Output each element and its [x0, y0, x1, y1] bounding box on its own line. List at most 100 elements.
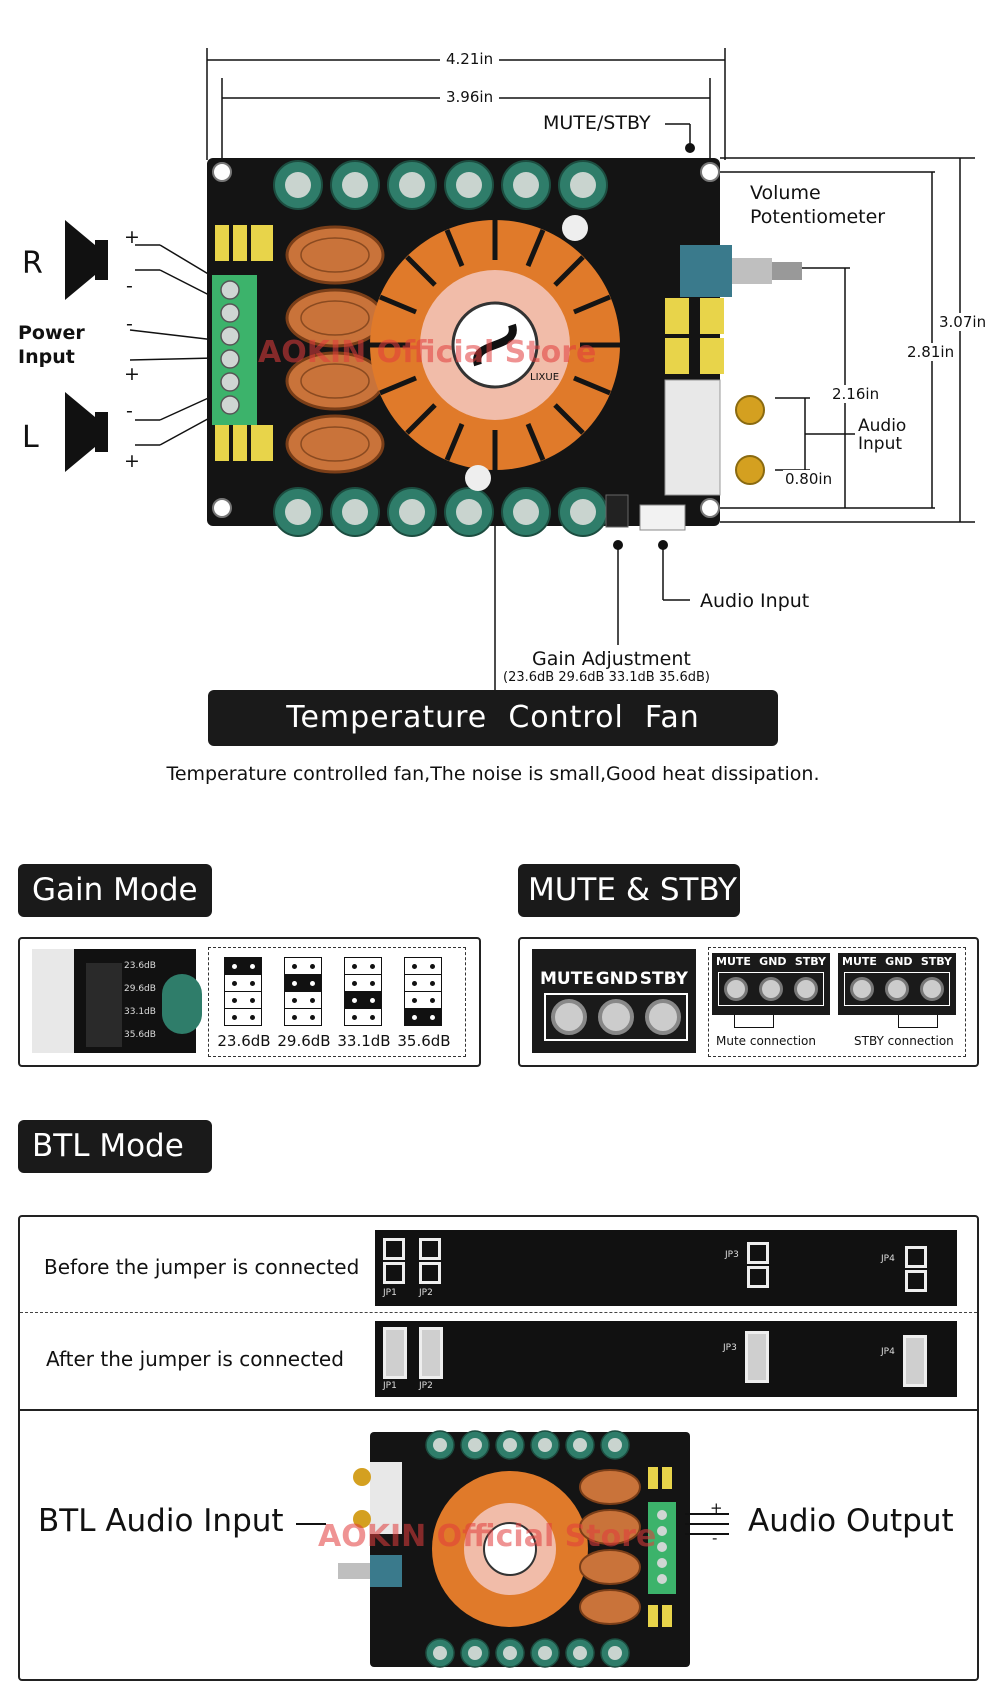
after-jumper-pcb: JP1 JP2 JP3 JP4 — [375, 1321, 957, 1397]
jumper-pin-dot — [351, 997, 357, 1003]
mute-jumper-line — [734, 1015, 774, 1028]
after-jumper-label: After the jumper is connected — [46, 1347, 344, 1371]
speaker-l-icon — [65, 392, 108, 472]
btl-mode-panel: Before the jumper is connected After the… — [18, 1215, 979, 1681]
jumper-pin-dot — [429, 980, 435, 986]
gain-mode-title-text: Gain Mode — [32, 872, 198, 908]
photo-label-3: 35.6dB — [124, 1030, 156, 1040]
photo-pin-gnd: GND — [595, 969, 639, 989]
heatsink — [370, 220, 620, 470]
photo-label-2: 33.1dB — [124, 1007, 156, 1017]
terminal-block — [212, 275, 257, 425]
gain-option-1: 29.6dB — [276, 957, 332, 1050]
audio-output-minus: - — [712, 1529, 718, 1547]
gain-option-3: 35.6dB — [396, 957, 452, 1050]
before-jumper-pcb: JP1 JP2 JP3 JP4 — [375, 1230, 957, 1306]
mute-diag-pin-stby: STBY — [794, 955, 826, 968]
watermark-top: AOKIN Official Store — [258, 335, 597, 370]
gain-option-label: 35.6dB — [397, 1032, 451, 1050]
jumper-pin-dot — [429, 997, 435, 1003]
jumper-pin-dot — [411, 1014, 417, 1020]
jumper-pin-dot — [249, 1014, 255, 1020]
amplifier-dimension-diagram — [65, 48, 975, 690]
audio-output-line-2 — [685, 1523, 729, 1525]
jumper-pin-dot — [369, 963, 375, 969]
jumper-pin-dot — [411, 997, 417, 1003]
r-minus-sign: - — [126, 275, 133, 297]
btl-mode-title: BTL Mode — [18, 1120, 212, 1173]
gain-values-label: (23.6dB 29.6dB 33.1dB 35.6dB) — [503, 670, 711, 685]
jumper-pin-row — [405, 992, 441, 1009]
audio-input-bottom-label: Audio Input — [700, 590, 810, 612]
jumper-pin-dot — [351, 1014, 357, 1020]
mute-stby-photo: MUTE GND STBY — [532, 949, 696, 1053]
jumper-pin-dot — [231, 980, 237, 986]
mute-stby-panel: MUTE GND STBY MUTE GND STBY MUTE GND STB… — [518, 937, 979, 1067]
jumper-pin-row — [285, 1009, 321, 1025]
jumper-pin-dot — [231, 963, 237, 969]
gain-options-box — [208, 947, 466, 1057]
gain-mode-title: Gain Mode — [18, 864, 212, 917]
width-inner-label: 3.96in — [440, 88, 500, 106]
l-minus-sign: - — [126, 400, 133, 422]
gain-jumper-block — [284, 957, 322, 1026]
btl-row-divider-dashed — [20, 1312, 977, 1313]
gain-option-0: 23.6dB — [216, 957, 272, 1050]
input-spacing-label: 0.80in — [783, 470, 835, 488]
stby-diag-pin-mute: MUTE — [842, 955, 877, 968]
fan-banner-title: Temperature Control Fan — [286, 700, 700, 735]
gain-option-label: 23.6dB — [217, 1032, 271, 1050]
height-outer-label: 3.07in — [937, 313, 989, 331]
audio-output-label: Audio Output — [748, 1503, 954, 1539]
jumper-pin-dot — [291, 1014, 297, 1020]
jumper-pin-dot — [309, 1014, 315, 1020]
audio-output-line-1 — [685, 1513, 729, 1515]
jumper-pin-dot — [231, 997, 237, 1003]
jumper-pin-row — [345, 958, 381, 975]
jumper-pin-row-active — [405, 1009, 441, 1025]
power-minus-sign: - — [126, 313, 133, 335]
jumper-pin-dot — [291, 963, 297, 969]
jumper-pin-dot — [351, 963, 357, 969]
jumper-pin-dot — [411, 963, 417, 969]
stby-diag-pin-gnd: GND — [885, 955, 913, 968]
power-plus-sign: + — [124, 363, 140, 385]
stby-connection-diagram: MUTE GND STBY — [838, 953, 956, 1015]
board-logo: LIXUE — [530, 372, 560, 383]
jumper-pin-dot — [351, 980, 357, 986]
pot-height-label: 2.16in — [830, 385, 882, 403]
photo-label-1: 29.6dB — [124, 984, 156, 994]
photo-pin-stby: STBY — [639, 969, 688, 989]
jumper-pin-dot — [429, 1014, 435, 1020]
jumper-pin-row — [405, 975, 441, 992]
power-input-label-2: Input — [18, 346, 75, 368]
audio-output-line-3 — [685, 1533, 729, 1535]
btl-row-divider — [20, 1409, 977, 1411]
jumper-pin-row — [345, 1009, 381, 1025]
jumper-pin-dot — [369, 997, 375, 1003]
jumper-pin-dot — [291, 980, 297, 986]
jumper-pin-dot — [411, 980, 417, 986]
after-jp3: JP3 — [723, 1343, 737, 1353]
gain-adjustment-label: Gain Adjustment — [532, 648, 691, 670]
jumper-pin-dot — [309, 980, 315, 986]
speaker-l-label: L — [22, 420, 39, 455]
jumper-pin-row — [285, 958, 321, 975]
audio-input-right-2: Input — [858, 434, 903, 454]
jumper-pin-row — [225, 1009, 261, 1025]
r-plus-sign: + — [124, 226, 140, 248]
after-jp2: JP2 — [419, 1381, 433, 1391]
fan-banner: Temperature Control Fan — [208, 690, 778, 746]
after-jp4: JP4 — [881, 1347, 895, 1357]
before-jp3: JP3 — [725, 1250, 739, 1260]
jumper-pin-row — [405, 958, 441, 975]
jumper-pin-row — [225, 975, 261, 992]
jumper-pin-row-active — [285, 975, 321, 992]
before-jumper-label: Before the jumper is connected — [44, 1255, 360, 1279]
btl-audio-input-label: BTL Audio Input — [38, 1503, 284, 1539]
gain-jumper-block — [344, 957, 382, 1026]
gain-option-2: 33.1dB — [336, 957, 392, 1050]
fan-caption: Temperature controlled fan,The noise is … — [166, 763, 820, 785]
volume-label-2: Potentiometer — [750, 206, 886, 228]
